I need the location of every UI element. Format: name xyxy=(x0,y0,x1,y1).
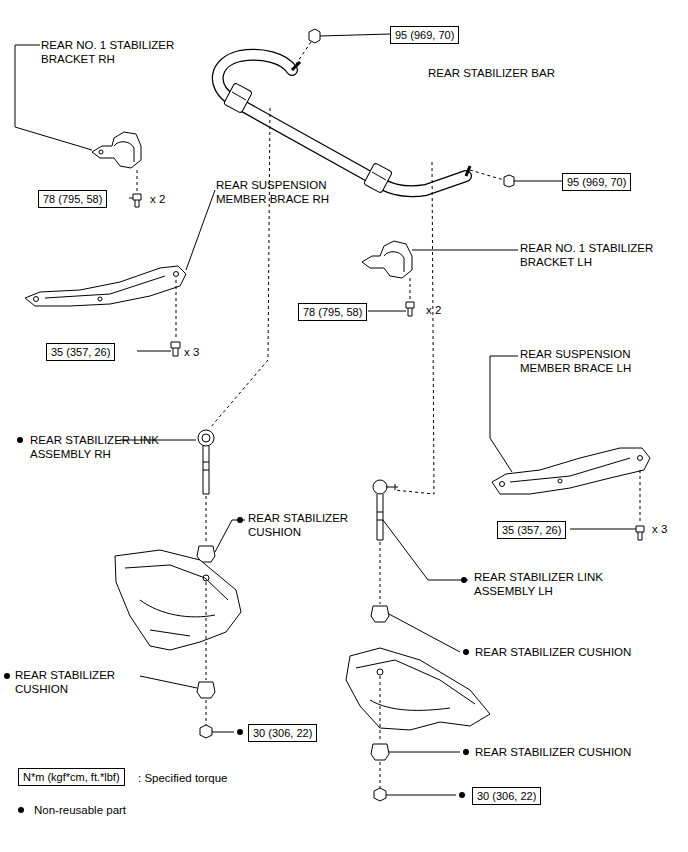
torque-box: 95 (969, 70) xyxy=(562,173,631,191)
torque-value: 78 (795, 58) xyxy=(43,193,102,205)
torque-value: 35 (357, 26) xyxy=(51,346,110,358)
part-label: REAR STABILIZER CUSHION xyxy=(475,645,631,659)
quantity-label: x 2 xyxy=(150,192,165,206)
part-label: : Specified torque xyxy=(138,771,228,785)
suspension-arm xyxy=(115,550,241,650)
bar-bushing xyxy=(224,83,253,114)
stabilizer-link xyxy=(198,430,214,446)
stabilizer-bracket xyxy=(92,132,141,168)
quantity-label: x 2 xyxy=(426,303,441,317)
non-reusable-mark xyxy=(4,437,469,813)
torque-box: 95 (969, 70) xyxy=(390,26,459,44)
bolt xyxy=(133,194,141,207)
part-label: REAR SUSPENSION MEMBER BRACE RH xyxy=(216,178,341,206)
part-label: REAR SUSPENSION MEMBER BRACE LH xyxy=(520,347,645,375)
legend-text: Non-reusable part xyxy=(34,803,126,817)
torque-box: 78 (795, 58) xyxy=(38,190,107,208)
part-label: REAR NO. 1 STABILIZER BRACKET LH xyxy=(520,241,670,269)
quantity-label: x 3 xyxy=(652,522,667,536)
part-label: REAR STABILIZER CUSHION xyxy=(475,745,631,759)
quantity-label: x 3 xyxy=(184,345,199,359)
member-brace xyxy=(25,266,186,306)
torque-value: 30 (306, 22) xyxy=(477,790,536,802)
nut xyxy=(309,29,320,43)
torque-box: 35 (357, 26) xyxy=(497,521,566,539)
torque-box: 35 (357, 26) xyxy=(46,343,115,361)
part-label: REAR STABILIZER CUSHION xyxy=(248,511,363,539)
part-label: REAR STABILIZER CUSHION xyxy=(15,668,130,696)
torque-value: 78 (795, 58) xyxy=(303,306,362,318)
torque-box: 30 (306, 22) xyxy=(472,787,541,805)
part-label: REAR STABILIZER LINK ASSEMBLY LH xyxy=(474,570,629,598)
torque-value: 95 (969, 70) xyxy=(567,176,626,188)
torque-box: 30 (306, 22) xyxy=(248,724,317,742)
part-label: REAR STABILIZER BAR xyxy=(428,66,555,80)
torque-value: 30 (306, 22) xyxy=(253,727,312,739)
torque-value: N*m (kgf*cm, ft.*lbf) xyxy=(23,771,120,783)
torque-value: 35 (357, 26) xyxy=(502,524,561,536)
torque-value: 95 (969, 70) xyxy=(395,29,454,41)
torque-box: 78 (795, 58) xyxy=(298,303,367,321)
legend-unit-box: N*m (kgf*cm, ft.*lbf) xyxy=(18,768,125,786)
part-label: REAR NO. 1 STABILIZER BRACKET RH xyxy=(41,38,191,66)
part-label: REAR STABILIZER LINK ASSEMBLY RH xyxy=(30,433,180,461)
